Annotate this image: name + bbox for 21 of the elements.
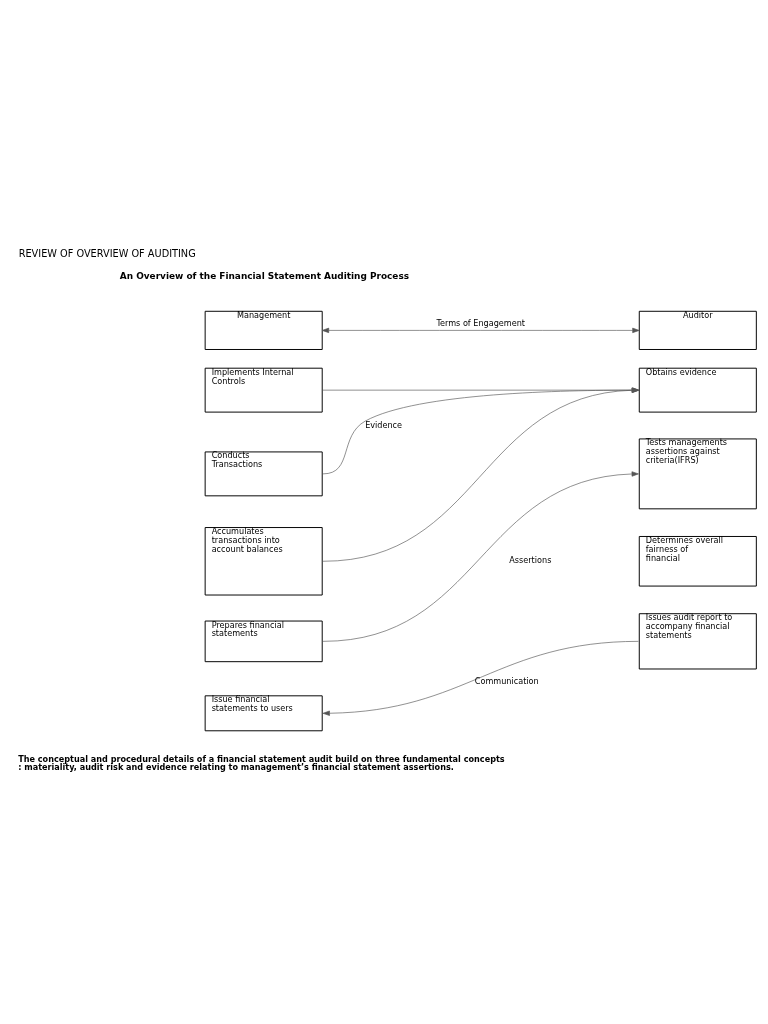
- arrow: [322, 470, 639, 642]
- node-box: Tests managements assertions against criteria(IFRS): [638, 437, 757, 509]
- edge-label: Evidence: [365, 419, 403, 430]
- node-box: Implements Internal Controls: [204, 367, 323, 413]
- node-box: Determines overall fairness of financial: [638, 535, 757, 587]
- edge-label: Assertions: [509, 554, 552, 565]
- edge-label: Terms of Engagement: [436, 317, 526, 328]
- diagram-title: REVIEW OF OVERVIEW OF AUDITING: [18, 247, 196, 259]
- node-box: Issue financial statements to users: [204, 694, 323, 731]
- node-box: Conducts Transactions: [204, 450, 323, 496]
- arrow: [321, 327, 640, 333]
- node-box: Prepares financial statements: [204, 620, 323, 662]
- node-box: Auditor: [638, 310, 757, 350]
- node-box: Obtains evidence: [638, 367, 757, 413]
- edge-label: Communication: [474, 675, 539, 686]
- label: An Overview of the Financial Statement Auditing Process: [119, 270, 410, 281]
- node-box: Issues audit report to accompany financial statements: [638, 612, 757, 669]
- caption: The conceptual and procedural details of a financial statement audit build on three fundamental concepts : materiality, audit risk and evidence relating to management’s financial statement assertions.: [18, 753, 505, 772]
- arrow: [322, 640, 639, 716]
- node-box: Accumulates transactions into account balances: [204, 526, 323, 595]
- node-box: Management: [204, 310, 323, 350]
